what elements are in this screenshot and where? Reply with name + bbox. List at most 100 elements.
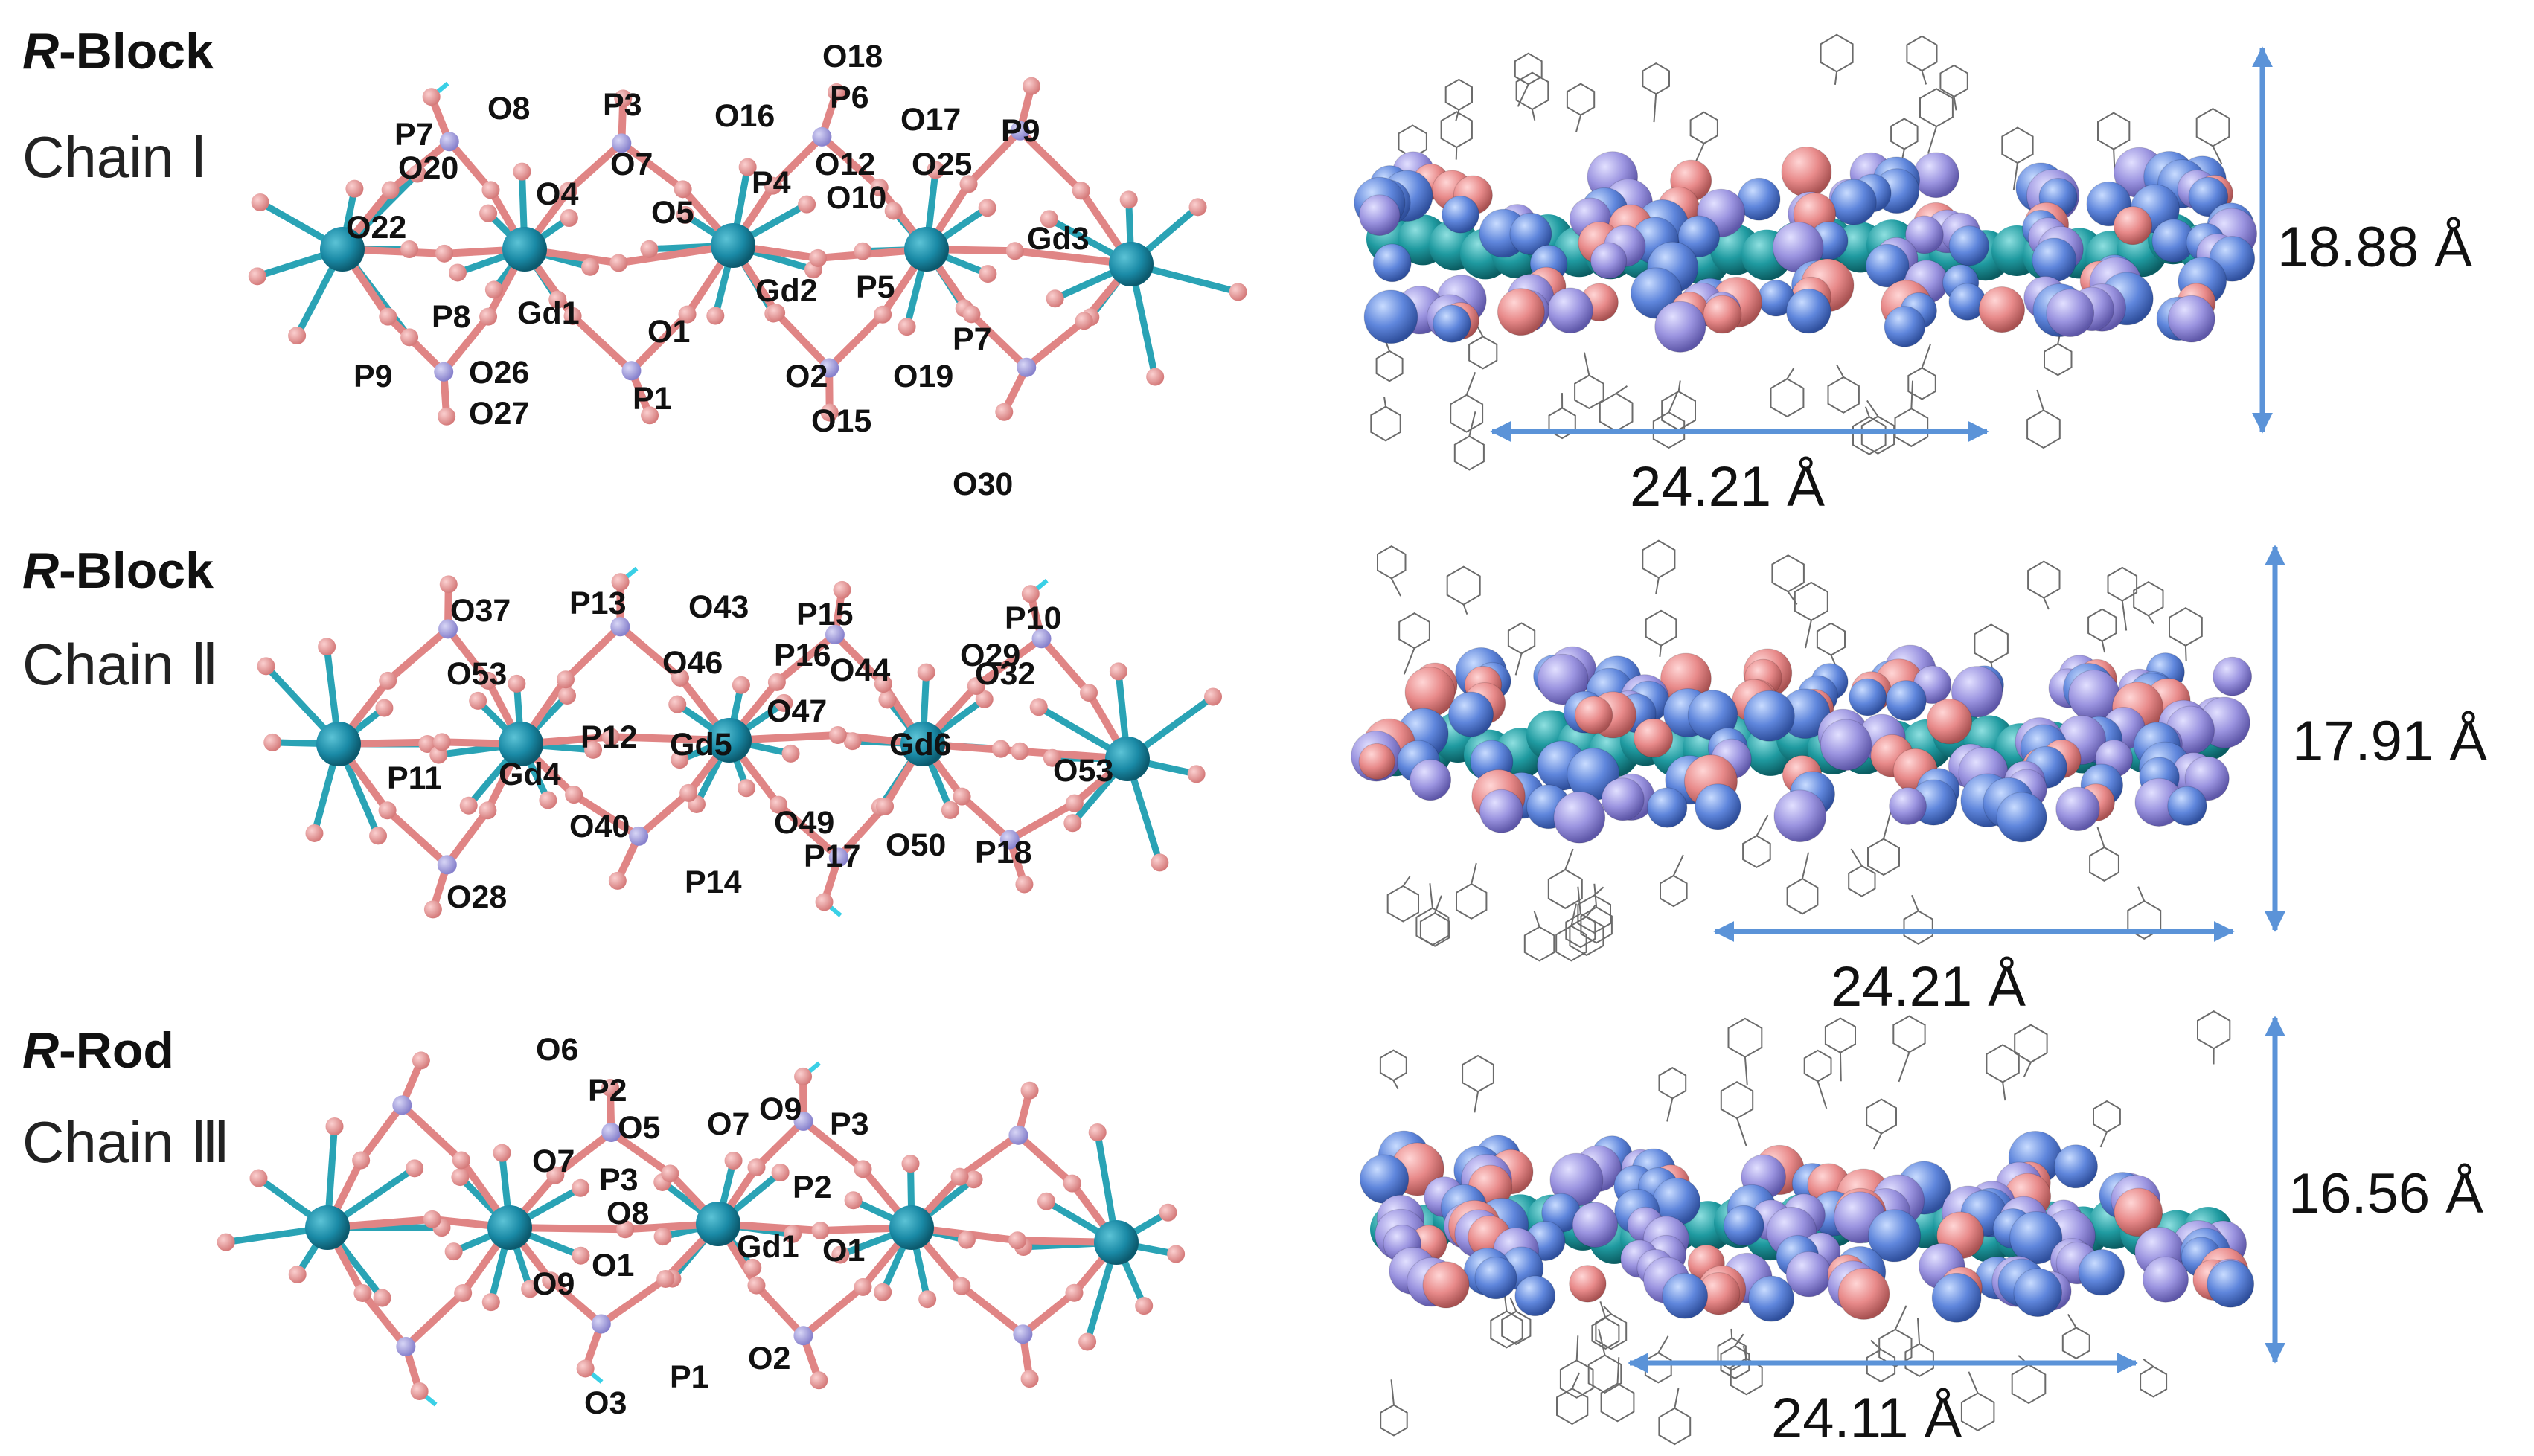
oxygen-atom (854, 1160, 872, 1178)
oxygen-atom (1005, 242, 1024, 260)
phenyl-ring (1919, 88, 1954, 128)
atom-sphere (1931, 1272, 1982, 1323)
phosphorus-atom (819, 358, 839, 378)
oxygen-atom (917, 663, 935, 682)
oxygen-atom (775, 693, 793, 712)
oxygen-atom (820, 403, 839, 422)
ligand-linker (2137, 886, 2146, 902)
phenyl-ring (1386, 885, 1419, 923)
atom-sphere (1703, 295, 1742, 334)
atom-label: O49 (774, 805, 834, 841)
phenyl-ring (1370, 405, 1401, 442)
oxygen-atom (781, 744, 800, 763)
phenyl-ring (1559, 1359, 1594, 1399)
atom-sphere (1569, 1265, 1607, 1303)
phosphorus-atom (601, 1122, 621, 1142)
gadolinium-atom (900, 722, 945, 766)
oxygen-atom (1008, 1231, 1027, 1250)
phenyl-ring (1523, 926, 1555, 962)
ligand-linker (1834, 71, 1838, 86)
oxygen-atom (539, 791, 557, 809)
atom-layer (257, 573, 1223, 919)
o-p-bond (964, 126, 1024, 188)
oxygen-atom (1167, 1245, 1186, 1263)
atom-sphere (1509, 212, 1552, 255)
ligand-linker (1736, 1117, 1747, 1147)
oxygen-atom (878, 690, 897, 709)
o-p-bond (569, 312, 636, 375)
phenyl-ring (1547, 868, 1583, 909)
phosphorus-atom (1013, 1324, 1033, 1344)
atom-label: O43 (688, 589, 749, 625)
oxygen-atom (784, 1225, 802, 1243)
phosphorus-atom (1017, 357, 1037, 377)
atom-sphere (1781, 146, 1832, 197)
ligand-linker (1390, 577, 1401, 597)
atom-sphere (2114, 1187, 2163, 1237)
oxygen-atom (901, 1155, 920, 1173)
o-p-bond (443, 806, 492, 869)
atom-sphere (1363, 289, 1418, 344)
ligand-linker (1383, 397, 1386, 407)
oxygen-atom (479, 801, 497, 820)
phenyl-ring (1892, 1015, 1926, 1053)
oxygen-atom (479, 307, 498, 326)
o-p-bond (384, 625, 452, 684)
oxygen-atom (1187, 765, 1206, 783)
gadolinium-atom (305, 1205, 350, 1250)
oxygen-atom (1151, 853, 1169, 872)
space-filling-model (1360, 1010, 2255, 1446)
oxygen-atom (432, 733, 451, 751)
ligand-linker (2036, 389, 2044, 411)
gadolinium-atom (499, 722, 543, 766)
ligand-linker (1533, 911, 1540, 928)
ligand-linker (1801, 852, 1810, 879)
o-p-bond (1014, 1131, 1076, 1187)
oxygen-atom (1040, 210, 1058, 228)
oxygen-atom (854, 242, 872, 260)
oxygen-atom (1109, 662, 1127, 681)
phenyl-ring (2140, 1365, 2168, 1398)
phenyl-ring (1644, 1352, 1672, 1384)
phenyl-ring (1727, 1017, 1763, 1058)
atom-sphere (1422, 1261, 1470, 1309)
atom-label: O29 (960, 638, 1020, 673)
phenyl-ring (1556, 1388, 1589, 1425)
space-filling-model (1354, 33, 2258, 471)
o-p-bond (1023, 317, 1088, 371)
o-p-bond (402, 1289, 467, 1350)
atom-sphere (2055, 786, 2100, 832)
atom-label: O3 (584, 1385, 627, 1421)
atom-label: O1 (822, 1233, 865, 1269)
oxygen-atom (438, 407, 456, 426)
atom-label: O10 (826, 180, 886, 216)
oxygen-atom (738, 158, 757, 176)
ligand-linker (1870, 1339, 1882, 1350)
phenyl-ring (1986, 1044, 2020, 1083)
phosphorus-atom (1031, 629, 1052, 649)
o-p-bond (772, 309, 834, 372)
atom-sphere (1479, 789, 1523, 833)
phenyl-ring (1379, 1049, 1407, 1082)
phosphorus-atom (793, 1326, 813, 1346)
atom-label: P15 (796, 597, 854, 632)
oxygen-atom (884, 202, 903, 220)
atom-sphere (1695, 783, 1741, 830)
oxygen-atom (379, 671, 397, 690)
phenyl-ring (2197, 1010, 2231, 1050)
phenyl-ring (1903, 910, 1933, 945)
atom-label: Gd4 (499, 757, 561, 792)
phosphorus-atom (793, 1111, 813, 1131)
atom-label: O20 (398, 150, 458, 186)
ligand-linker (2212, 146, 2223, 165)
oxygen-atom (1078, 1332, 1097, 1351)
phenyl-ring (1453, 435, 1485, 471)
atom-sphere (1572, 1202, 1619, 1248)
oxygen-atom (874, 1283, 892, 1301)
atom-spheres (1360, 1130, 2255, 1323)
oxygen-atom (601, 728, 620, 746)
oxygen-atom (435, 244, 453, 263)
oxygen-atom (352, 1151, 371, 1170)
